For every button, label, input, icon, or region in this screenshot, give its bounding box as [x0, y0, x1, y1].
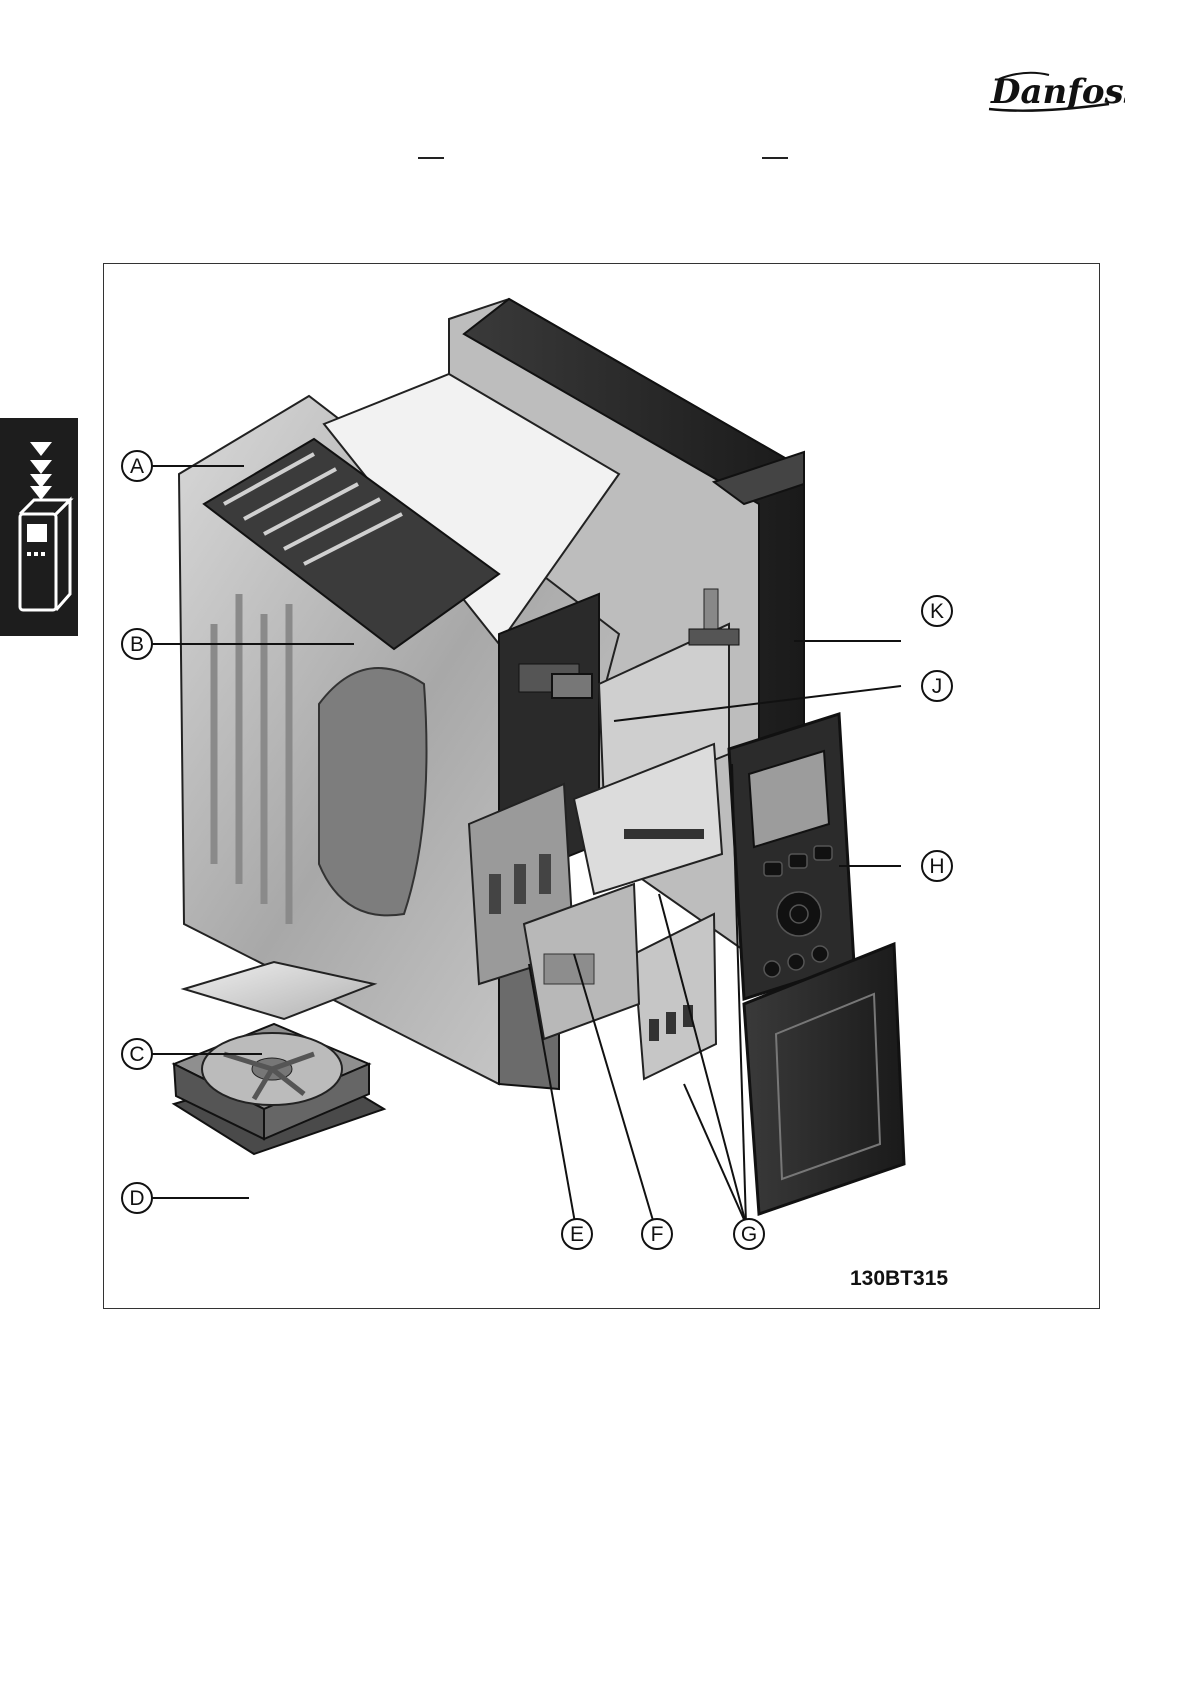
callout-f: F	[642, 1219, 672, 1249]
callout-k: K	[922, 596, 952, 626]
danfoss-logo: Danfoss	[985, 65, 1125, 120]
svg-text:C: C	[129, 1043, 144, 1066]
svg-text:K: K	[930, 600, 944, 623]
callout-b: B	[122, 629, 152, 659]
drive-installation-icon	[0, 418, 78, 636]
chapter-side-tab	[0, 418, 78, 636]
callout-h: H	[922, 851, 952, 881]
svg-text:E: E	[570, 1223, 584, 1246]
callout-d: D	[122, 1183, 152, 1213]
header-dash-left	[418, 157, 444, 159]
drive-exploded-illustration: A B C D E F G	[104, 264, 1101, 1310]
svg-text:J: J	[932, 675, 943, 698]
callout-j: J	[922, 671, 952, 701]
callout-g: G	[734, 1219, 764, 1249]
figure-code: 130BT315	[850, 1267, 948, 1291]
callout-a: A	[122, 451, 152, 481]
svg-text:H: H	[929, 855, 944, 878]
svg-text:A: A	[130, 455, 144, 478]
svg-text:G: G	[741, 1223, 757, 1246]
fan-assembly	[174, 1024, 384, 1154]
header-dash-right	[762, 157, 788, 159]
exploded-view-figure: A B C D E F G	[103, 263, 1100, 1309]
svg-text:D: D	[129, 1187, 144, 1210]
svg-text:B: B	[130, 633, 144, 656]
callout-e: E	[562, 1219, 592, 1249]
callout-c: C	[122, 1039, 152, 1069]
svg-text:F: F	[651, 1223, 664, 1246]
local-control-panel	[729, 714, 854, 999]
svg-text:Danfoss: Danfoss	[990, 72, 1125, 112]
